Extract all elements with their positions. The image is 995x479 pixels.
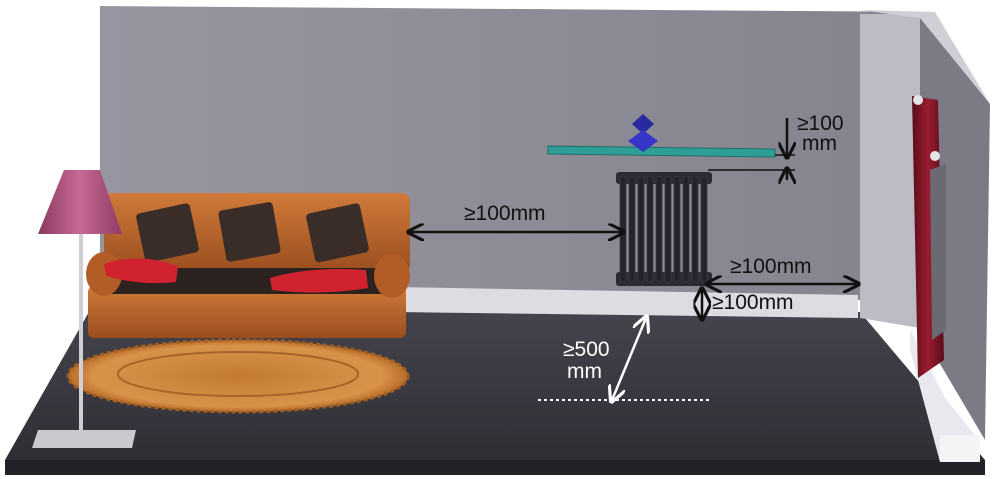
floor-gap-label: ≥100mm — [712, 291, 794, 314]
side-corner-block — [940, 435, 980, 462]
radiator-fin — [628, 175, 636, 283]
wall-pillar — [860, 14, 920, 328]
sofa-cushion-right — [306, 203, 369, 263]
sofa-pillow-right — [270, 269, 368, 293]
shelf-gap-value-label: ≥100 — [797, 112, 844, 135]
sofa-pillow-left — [104, 258, 178, 284]
radiator-fin — [637, 175, 645, 283]
shelf-decoration — [628, 114, 658, 152]
sofa — [86, 193, 410, 338]
sofa-gap-label: ≥100mm — [464, 202, 546, 225]
radiator — [616, 172, 712, 286]
radiator-fin — [664, 175, 672, 283]
lamp-pole — [79, 234, 83, 434]
sofa-arm-right — [374, 254, 410, 298]
radiator-fin — [655, 175, 663, 283]
front-gap-value-label: ≥500 — [563, 338, 610, 361]
wall-shelf — [547, 145, 776, 158]
sofa-cushion-center — [218, 202, 281, 262]
radiator-fin — [700, 175, 708, 283]
baseboard — [395, 287, 858, 318]
radiator-fin — [673, 175, 681, 283]
floor-lamp — [32, 170, 136, 448]
curtain-rod-knob-top — [913, 95, 923, 105]
side-wall-gap-label: ≥100mm — [730, 255, 812, 278]
sofa-base — [88, 286, 406, 338]
radiator-fin — [691, 175, 699, 283]
floor-front-edge — [5, 460, 985, 475]
sofa-cushion-left — [136, 203, 199, 263]
radiator-fin — [619, 175, 627, 283]
curtain-rod-knob-mid — [930, 151, 940, 161]
rug-inner-border — [117, 351, 359, 397]
shelf-gap-unit-label: mm — [802, 132, 837, 155]
front-gap-unit-label: mm — [567, 360, 602, 383]
radiator-fin — [646, 175, 654, 283]
window-panel — [930, 164, 946, 340]
front-gap-arrow — [612, 318, 646, 400]
radiator-fin — [682, 175, 690, 283]
lamp-shade — [38, 170, 122, 234]
lamp-base — [32, 430, 136, 448]
